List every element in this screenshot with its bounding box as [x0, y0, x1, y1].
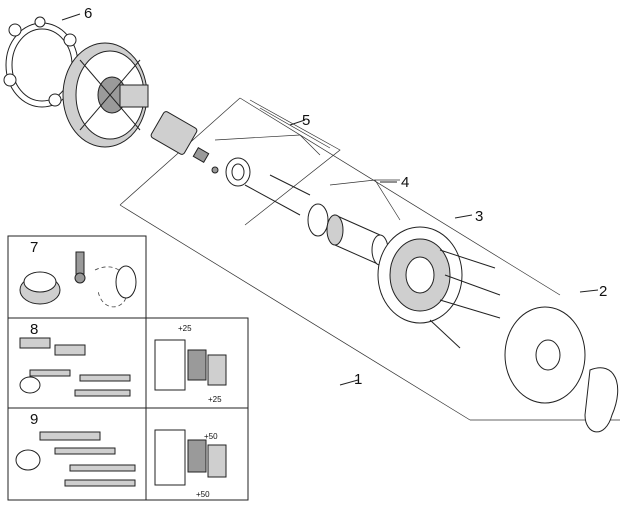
callout-leaders	[61, 13, 599, 386]
group-bracket-4	[329, 179, 401, 221]
group-bracket-1	[119, 97, 620, 421]
cartridge	[150, 111, 219, 174]
callout-5: 5	[302, 112, 310, 129]
group-bracket-5	[214, 134, 321, 156]
nut-and-screws-part-5	[225, 157, 311, 216]
inset-panel-8	[7, 317, 249, 409]
lever-handle	[584, 367, 619, 433]
callout-3: 3	[475, 208, 483, 225]
callout-9: 9	[30, 411, 38, 428]
callout-2: 2	[599, 283, 607, 300]
dim-8-bottom: +25	[208, 395, 222, 404]
callout-1: 1	[354, 371, 362, 388]
inset-panel-9	[7, 407, 249, 501]
dim-8-top: +25	[178, 324, 192, 333]
dim-9-top: +50	[204, 432, 218, 441]
callout-4: 4	[401, 174, 409, 191]
mounting-plate-part-3	[377, 226, 501, 349]
dim-9-bottom: +50	[196, 490, 210, 499]
inset-panel-7	[7, 235, 147, 319]
seal-ring-part-6	[3, 16, 79, 108]
callout-8: 8	[30, 321, 38, 338]
valve-body	[62, 42, 149, 148]
sleeve-part-4	[307, 203, 389, 266]
callout-6: 6	[84, 5, 92, 22]
escutcheon-part-2	[504, 306, 586, 404]
callout-7: 7	[30, 239, 38, 256]
